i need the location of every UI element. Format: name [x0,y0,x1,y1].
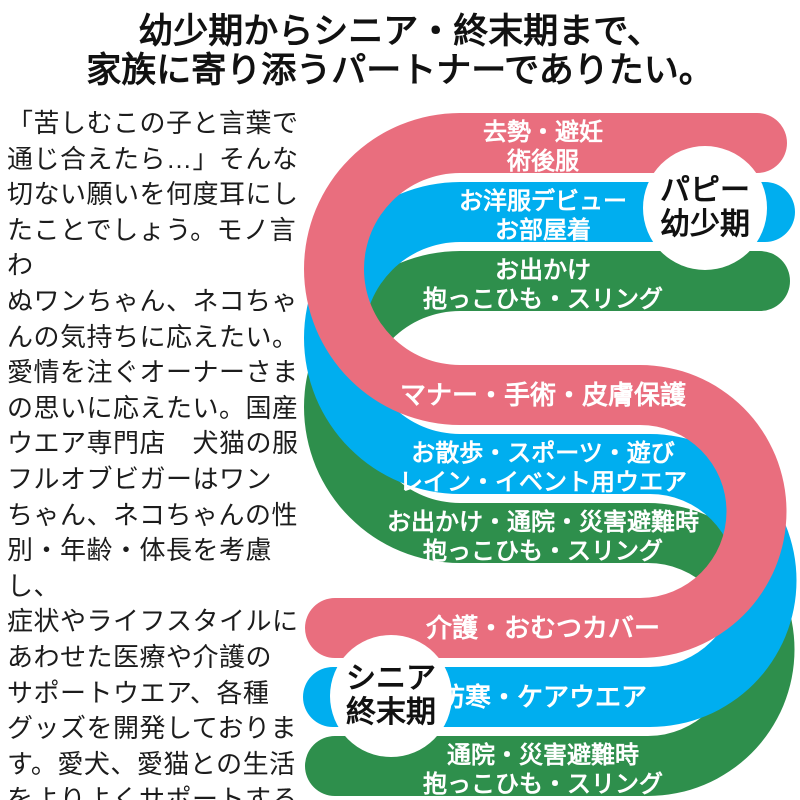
band-label-puppy-pink-1: 去勢・避妊 [483,118,603,146]
band-label-adult-pink: マナー・手術・皮膚保護 [400,380,687,410]
band-label-puppy-green-2: 抱っこひも・スリング [423,285,663,313]
band-label-adult-blue-1: お散歩・スポーツ・遊び [411,439,675,467]
intro-paragraph: 「苦しむこの子と言葉で 通じ合えたら…」そんな 切ない願いを何度耳にし たことで… [7,108,299,800]
green-ribbon [304,251,795,796]
pink-ribbon [304,113,787,658]
page-title: 幼少期からシニア・終末期まで、 家族に寄り添うパートナーでありたい。 [0,12,800,90]
senior-stage-label-2: 終末期 [346,695,436,729]
blue-ribbon [303,182,797,727]
page-title-line1: 幼少期からシニア・終末期まで、 [138,12,662,51]
senior-stage-circle [330,635,452,757]
puppy-stage-label-2: 幼少期 [660,208,750,241]
band-label-adult-blue-2: レイン・イベント用ウエア [399,469,687,496]
band-label-adult-green-2: 抱っこひも・スリング [423,537,663,565]
puppy-stage-circle [643,146,767,270]
band-label-puppy-blue-2: お部屋着 [495,216,591,244]
band-label-adult-green-1: お出かけ・通院・災害避難時 [387,508,699,536]
senior-stage-label-1: シニア [346,662,436,695]
puppy-stage-label-1: パピー [660,174,750,207]
band-label-senior-green-1: 通院・災害避難時 [447,741,639,769]
band-label-senior-green-2: 抱っこひも・スリング [423,770,663,798]
page-title-line2: 家族に寄り添うパートナーでありたい。 [86,51,714,90]
band-label-senior-pink: 介護・おむつカバー [425,613,660,643]
band-label-puppy-pink-2: 術後服 [506,147,580,175]
band-label-puppy-green-1: お出かけ [495,257,591,284]
band-label-senior-blue: 防寒・ケアウエア [439,682,647,712]
band-label-puppy-blue-1: お洋服デビュー [459,187,627,215]
